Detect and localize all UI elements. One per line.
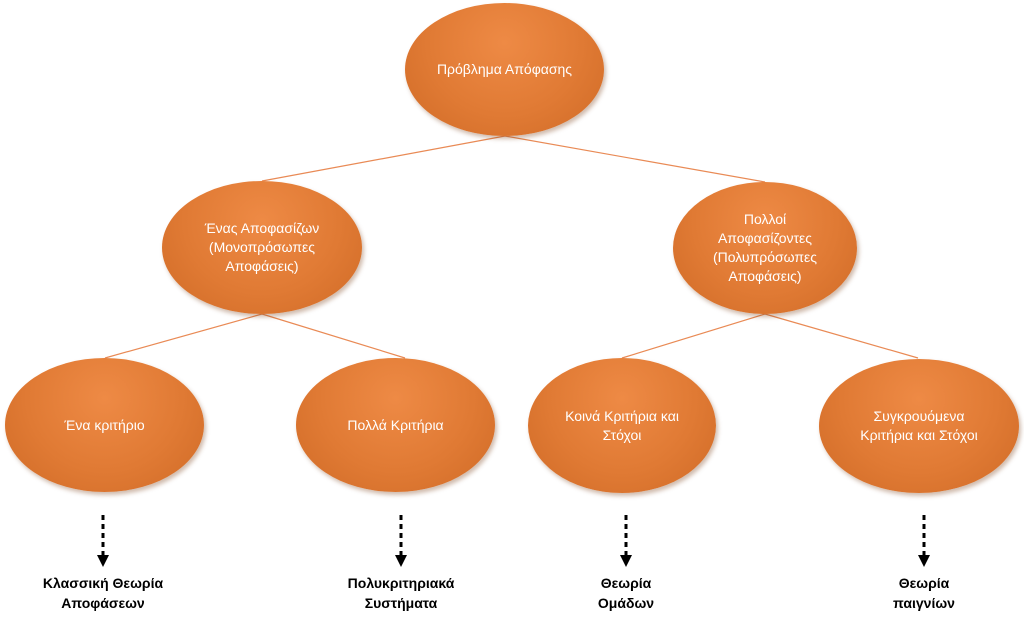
arrow-head-group (620, 555, 632, 567)
edge-single-many-criteria (261, 313, 406, 359)
tree-lines (104, 135, 919, 359)
arrow-head-games (918, 555, 930, 567)
node-many-criteria: Πολλά Κριτήρια (296, 358, 495, 492)
edge-root-single (261, 135, 506, 182)
node-many-criteria-label: Πολλά Κριτήρια (347, 416, 444, 433)
outcome-game-theory: Θεωρία παιγνίων (893, 575, 955, 611)
outcome-multicriteria-systems: Πολυκριτηριακά Συστήματα (347, 575, 455, 611)
node-one-criterion: Ένα κριτήριο (5, 358, 204, 492)
node-single-decision-maker-label: Ένας Αποφασίζων (Μονοπρόσωπες Αποφάσεις) (204, 220, 320, 274)
dashed-arrows (97, 515, 930, 567)
outcome-classical-decision-theory: Κλασσική Θεωρία Αποφάσεων (42, 575, 164, 611)
node-single-decision-maker: Ένας Αποφασίζων (Μονοπρόσωπες Αποφάσεις) (162, 181, 362, 314)
node-multiple-decision-makers: Πολλοί Αποφασίζοντες (Πολυπρόσωπες Αποφά… (673, 182, 857, 314)
node-common-criteria-label: Κοινά Κριτήρια και Στόχοι (565, 407, 679, 443)
outcome-group-theory: Θεωρία Ομάδων (597, 575, 655, 611)
arrow-head-multicriteria (395, 555, 407, 567)
arrow-head-classical (97, 555, 109, 567)
edge-single-one-criterion (104, 313, 263, 359)
node-decision-problem: Πρόβλημα Απόφασης (405, 3, 604, 136)
edge-root-multi (504, 135, 766, 183)
node-multiple-decision-makers-label: Πολλοί Αποφασίζοντες (Πολυπρόσωπες Αποφά… (712, 211, 818, 284)
node-conflicting-criteria-label: Συγκρουόμενα Κριτήρια και Στόχοι (860, 408, 978, 443)
node-conflicting-criteria: Συγκρουόμενα Κριτήρια και Στόχοι (819, 359, 1019, 493)
node-common-criteria: Κοινά Κριτήρια και Στόχοι (528, 358, 716, 493)
node-decision-problem-label: Πρόβλημα Απόφασης (436, 61, 573, 77)
node-one-criterion-label: Ένα κριτήριο (64, 416, 145, 433)
edge-multi-conflicting (764, 313, 919, 359)
edge-multi-common (621, 313, 766, 359)
